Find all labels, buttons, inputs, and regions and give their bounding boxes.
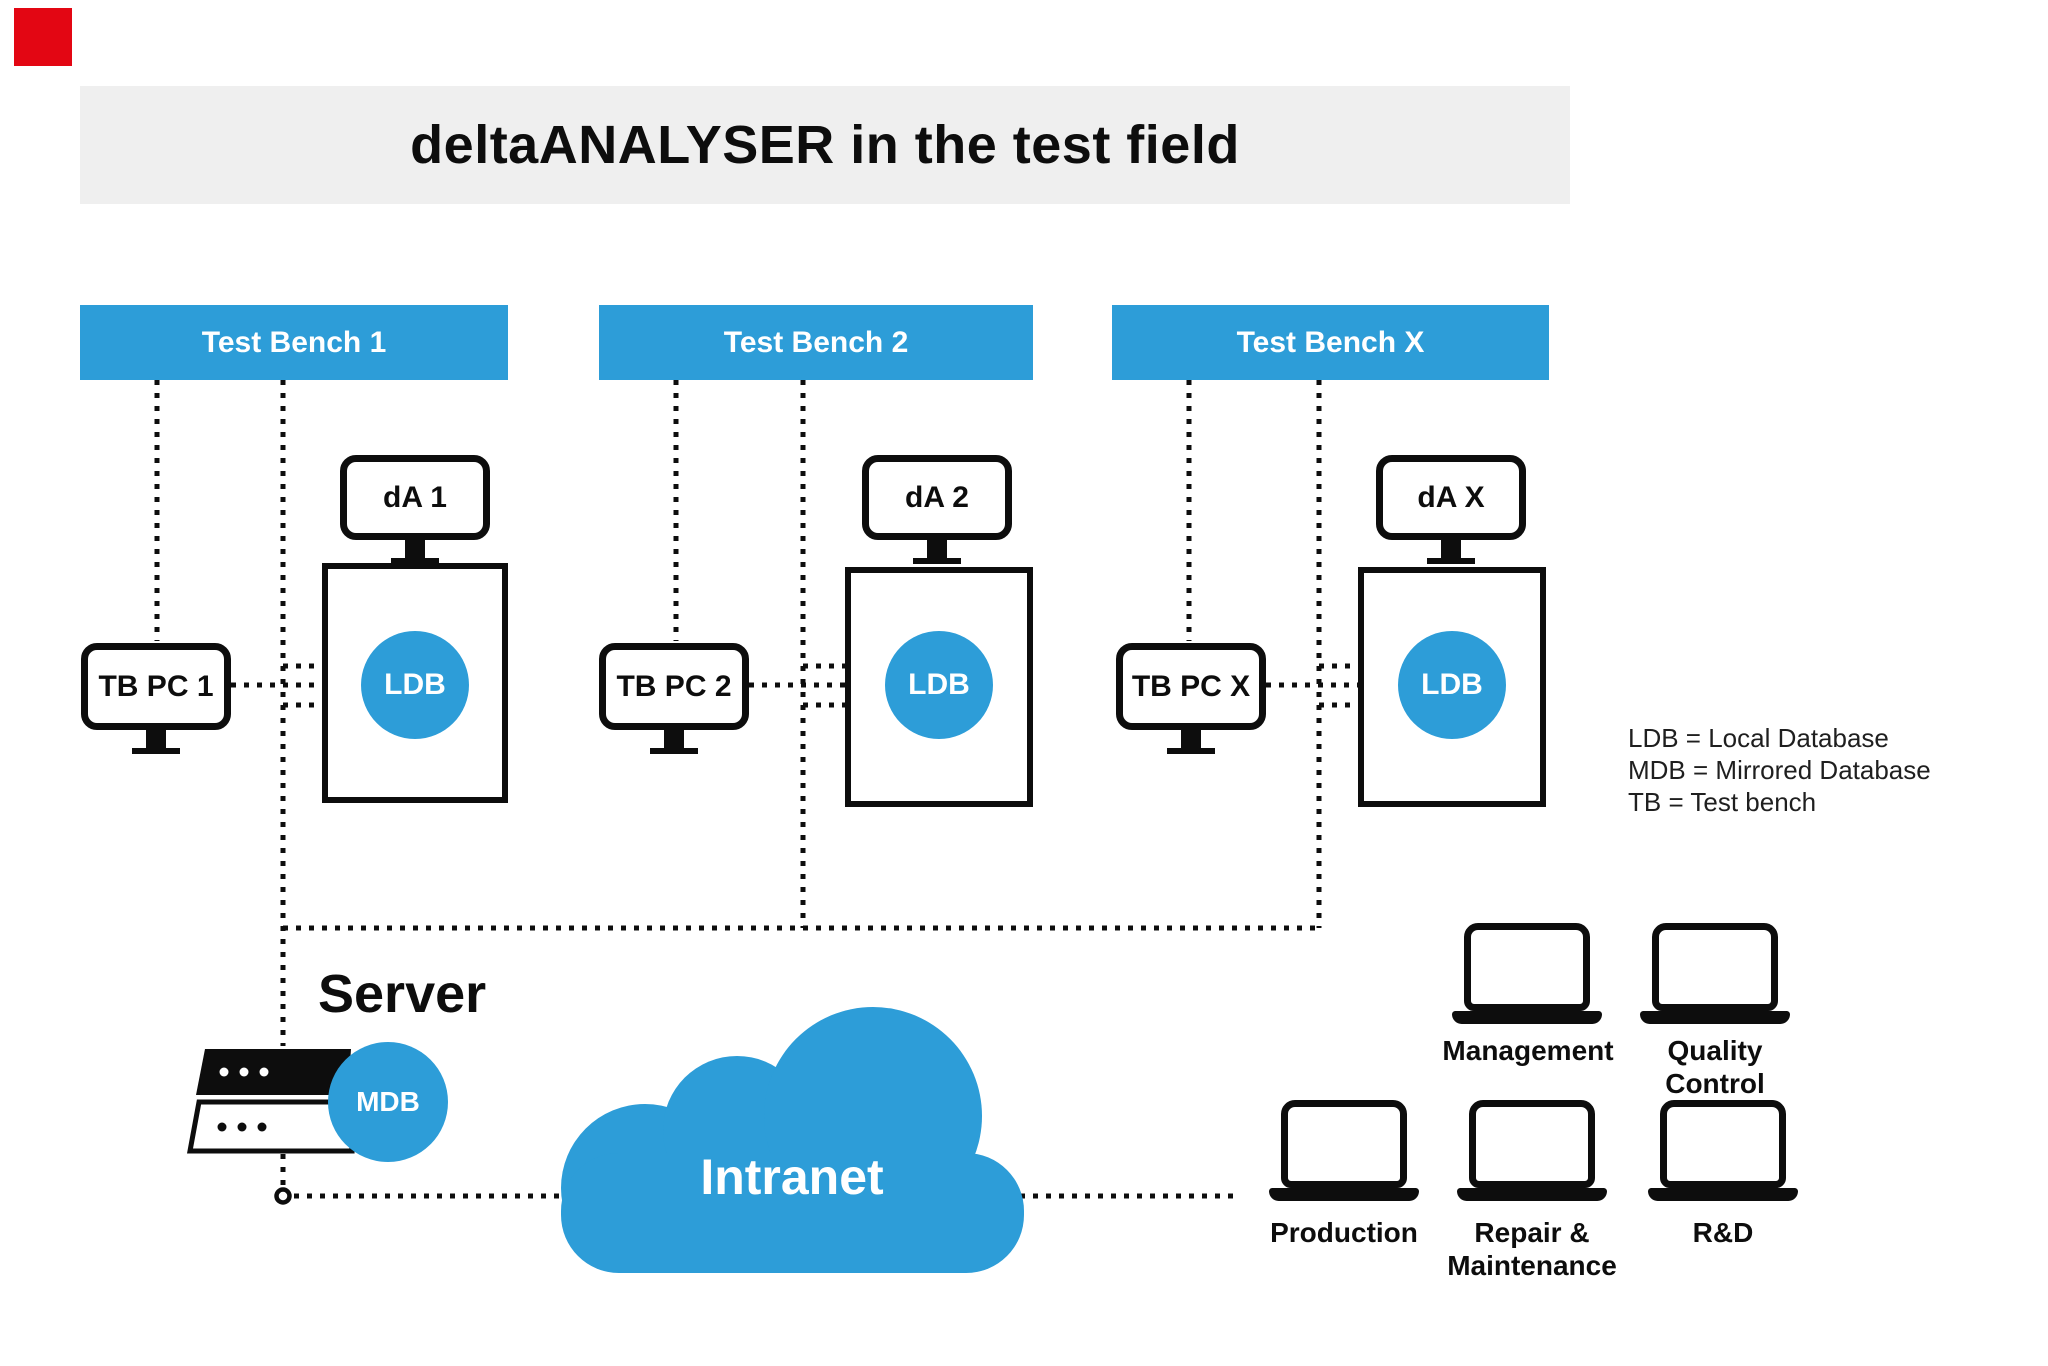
monitor-da-x-label: dA X [1417, 480, 1485, 514]
server-shelf-bottom [186, 1099, 355, 1154]
mdb-label: MDB [356, 1086, 420, 1117]
monitor-da-1-label: dA 1 [383, 480, 447, 514]
monitor-da-2-stand [927, 540, 947, 558]
monitor-da-2-stand-base [913, 558, 961, 564]
server-led [237, 1122, 247, 1132]
legend-ldb: LDB = Local Database [1628, 723, 1889, 753]
bench-x-ldb-label: LDB [1421, 668, 1483, 701]
cloud-icon [561, 1007, 1024, 1273]
laptop-management-icon [1464, 923, 1590, 1011]
server-led [239, 1067, 249, 1077]
monitor-tb-pc-1: TB PC 1 [81, 643, 231, 730]
monitor-da-x-stand-base [1427, 558, 1475, 564]
dept-label-repair-maintenance: Repair & Maintenance [1447, 1217, 1617, 1281]
laptop-quality-control-base [1640, 1011, 1790, 1024]
tb-pc-2-stand-base [650, 748, 698, 754]
bench-x-local-database: LDB [1398, 631, 1506, 739]
tb-pc-x-label: TB PC X [1131, 669, 1251, 703]
intranet-label: Intranet [700, 1149, 884, 1205]
laptop-rd-icon [1660, 1100, 1786, 1188]
dept-label-quality-control: Quality Control [1665, 1035, 1765, 1099]
brand-logo [14, 8, 72, 66]
monitor-da-2-label: dA 2 [905, 480, 969, 514]
test-bench-1-label: Test Bench 1 [201, 325, 387, 359]
laptop-management-base [1452, 1011, 1602, 1024]
laptop-rd-base [1648, 1188, 1798, 1201]
monitor-da-1: dA 1 [340, 455, 490, 540]
bench-2-ldb-label: LDB [908, 668, 970, 701]
dept-label-production: Production [1270, 1217, 1418, 1248]
tb-pc-1-label: TB PC 1 [98, 669, 214, 703]
server-led [257, 1122, 267, 1132]
tb-pc-1-stand-base [132, 748, 180, 754]
tb-pc-2-stand [664, 730, 684, 748]
test-bench-x-label: Test Bench X [1236, 325, 1425, 359]
tb-pc-x-stand-base [1167, 748, 1215, 754]
server-shelf-top [196, 1049, 351, 1095]
server-led [219, 1067, 229, 1077]
monitor-da-x-stand [1441, 540, 1461, 558]
mirrored-database: MDB [328, 1042, 448, 1162]
laptop-repair-maintenance-base [1457, 1188, 1607, 1201]
page-title: deltaANALYSER in the test field [410, 115, 1240, 175]
laptop-repair-maintenance-icon [1469, 1100, 1595, 1188]
server-led [217, 1122, 227, 1132]
legend-tb: TB = Test bench [1628, 787, 1817, 817]
monitor-tb-pc-2: TB PC 2 [599, 643, 749, 730]
test-bench-x-header: Test Bench X [1112, 305, 1549, 380]
monitor-da-2: dA 2 [862, 455, 1012, 540]
server-title: Server [318, 964, 487, 1024]
title-banner: deltaANALYSER in the test field [80, 86, 1570, 204]
network-node [274, 1187, 292, 1205]
server-icon [186, 1049, 355, 1154]
tb-pc-x-stand [1181, 730, 1201, 748]
test-bench-2-header: Test Bench 2 [599, 305, 1033, 380]
monitor-da-1-stand-base [391, 558, 439, 564]
tb-pc-1-stand [146, 730, 166, 748]
legend-mdb: MDB = Mirrored Database [1628, 755, 1931, 785]
dotted-connectors [154, 380, 1358, 1199]
bench-2-local-database: LDB [885, 631, 993, 739]
bench-1-local-database: LDB [361, 631, 469, 739]
monitor-da-1-stand [405, 540, 425, 558]
laptop-production-base [1269, 1188, 1419, 1201]
test-bench-1-header: Test Bench 1 [80, 305, 508, 380]
tb-pc-2-label: TB PC 2 [616, 669, 732, 703]
test-bench-2-label: Test Bench 2 [723, 325, 909, 359]
server-led [259, 1067, 269, 1077]
laptop-quality-control-icon [1652, 923, 1778, 1011]
monitor-tb-pc-x: TB PC X [1116, 643, 1266, 730]
legend: LDB = Local Database MDB = Mirrored Data… [1628, 722, 2048, 818]
dept-label-management: Management [1442, 1035, 1614, 1066]
monitor-da-x: dA X [1376, 455, 1526, 540]
laptop-production-icon [1281, 1100, 1407, 1188]
bench-1-ldb-label: LDB [384, 668, 446, 701]
dept-label-rd: R&D [1692, 1217, 1754, 1248]
